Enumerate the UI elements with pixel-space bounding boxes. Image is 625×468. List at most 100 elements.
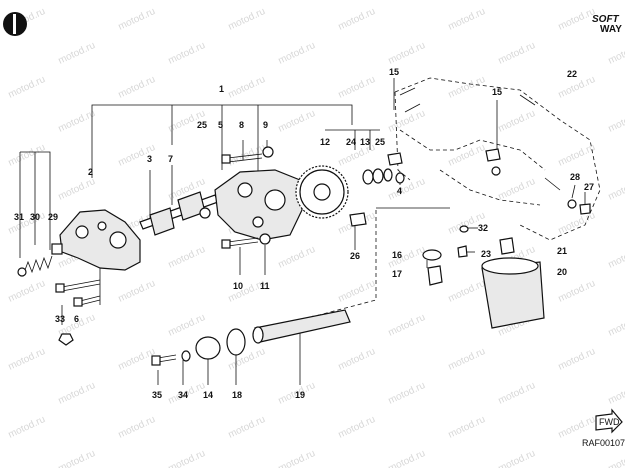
callout-15a: 15: [389, 67, 399, 77]
forward-arrow-icon: FWD: [595, 408, 623, 434]
callout-12: 12: [320, 137, 330, 147]
watermark-text: motod.ru: [117, 346, 157, 373]
callout-8: 8: [239, 120, 244, 130]
fwd-label: FWD: [599, 417, 620, 427]
callout-26: 26: [350, 251, 360, 261]
callout-1: 1: [219, 84, 224, 94]
oil-pump-housing: [214, 169, 303, 241]
callout-31: 31: [14, 212, 24, 222]
pump-shaft: [139, 191, 219, 236]
callout-34: 34: [178, 390, 188, 400]
watermark-text: motod.ru: [277, 108, 317, 135]
callout-16: 16: [392, 250, 402, 260]
watermark-text: motod.ru: [7, 414, 47, 441]
callout-3: 3: [147, 154, 152, 164]
watermark-text: motod.ru: [447, 6, 487, 33]
callout-10: 10: [233, 281, 243, 291]
callout-20: 20: [557, 267, 567, 277]
callout-6: 6: [74, 314, 79, 324]
housing-bolts: [221, 146, 274, 249]
watermark-text: motod.ru: [167, 244, 207, 271]
watermark-text: motod.ru: [447, 278, 487, 305]
watermark-text: motod.ru: [497, 448, 537, 468]
watermark-text: motod.ru: [387, 380, 427, 407]
watermark-text: motod.ru: [277, 244, 317, 271]
watermark-text: motod.ru: [7, 210, 47, 237]
brand-line1: SOFT: [592, 14, 620, 25]
brand-line2: WAY: [600, 24, 622, 35]
callout-13: 13: [360, 137, 370, 147]
watermark-text: motod.ru: [607, 448, 625, 468]
watermark-text: motod.ru: [607, 380, 625, 407]
dowel-pins: [387, 148, 501, 176]
callout-18: 18: [232, 390, 242, 400]
watermark-text: motod.ru: [387, 40, 427, 67]
engine-case-outline: [394, 77, 601, 241]
callout-2: 2: [88, 167, 93, 177]
callout-24: 24: [346, 137, 356, 147]
shaft-rings: [362, 168, 405, 185]
callout-25a: 25: [197, 120, 207, 130]
watermark-text: motod.ru: [497, 108, 537, 135]
watermark-text: motod.ru: [557, 414, 597, 441]
watermark-text: motod.ru: [227, 6, 267, 33]
callout-9: 9: [263, 120, 268, 130]
watermark-text: motod.ru: [117, 278, 157, 305]
brand-logo-icon: [3, 12, 27, 36]
watermark-text: motod.ru: [167, 448, 207, 468]
watermark-text: motod.ru: [57, 40, 97, 67]
watermark-text: motod.ru: [277, 40, 317, 67]
watermark-text: motod.ru: [497, 380, 537, 407]
small-fittings: [422, 225, 469, 286]
diagram-code: RAF00107: [582, 438, 625, 448]
callout-32: 32: [478, 223, 488, 233]
watermark-text: motod.ru: [337, 278, 377, 305]
callout-23: 23: [481, 249, 491, 259]
callout-4: 4: [397, 186, 402, 196]
watermark-text: motod.ru: [387, 448, 427, 468]
watermark-text: motod.ru: [607, 176, 625, 203]
watermark-text: motod.ru: [337, 414, 377, 441]
drain-plug: [567, 199, 591, 215]
watermark-text: motod.ru: [607, 40, 625, 67]
watermark-text: motod.ru: [7, 278, 47, 305]
watermark-text: motod.ru: [227, 414, 267, 441]
watermark-text: motod.ru: [7, 346, 47, 373]
callout-14: 14: [203, 390, 213, 400]
callout-17: 17: [392, 269, 402, 279]
watermark-text: motod.ru: [337, 6, 377, 33]
callout-25b: 25: [375, 137, 385, 147]
watermark-text: motod.ru: [607, 108, 625, 135]
watermark-text: motod.ru: [57, 448, 97, 468]
callout-22: 22: [567, 69, 577, 79]
callout-19: 19: [295, 390, 305, 400]
pump-bolts: [55, 279, 101, 346]
watermark-text: motod.ru: [167, 312, 207, 339]
watermark-text: motod.ru: [7, 142, 47, 169]
watermark-text: motod.ru: [117, 414, 157, 441]
callout-27: 27: [584, 182, 594, 192]
callout-28: 28: [570, 172, 580, 182]
collar: [349, 212, 367, 227]
watermark-text: motod.ru: [7, 74, 47, 101]
callout-numbers: 1 2 3 4 5 6 7 8 9 10 11 12 13 14 15 15 1…: [14, 67, 594, 400]
callout-21: 21: [557, 246, 567, 256]
callout-35: 35: [152, 390, 162, 400]
watermark-text: motod.ru: [227, 74, 267, 101]
watermark-text: motod.ru: [337, 346, 377, 373]
watermark-text: motod.ru: [337, 142, 377, 169]
oil-strainer: [252, 309, 351, 344]
watermark-text: motod.ru: [497, 40, 537, 67]
watermark-text: motod.ru: [447, 74, 487, 101]
watermark-text: motod.ru: [557, 278, 597, 305]
watermark-text: motod.ru: [557, 210, 597, 237]
watermark-text: motod.ru: [57, 380, 97, 407]
watermark-text: motod.ru: [57, 108, 97, 135]
callout-30: 30: [30, 212, 40, 222]
watermark-text: motod.ru: [557, 346, 597, 373]
callout-11: 11: [260, 281, 270, 291]
relief-spring: [17, 243, 63, 277]
oil-pump-body: [59, 209, 141, 271]
